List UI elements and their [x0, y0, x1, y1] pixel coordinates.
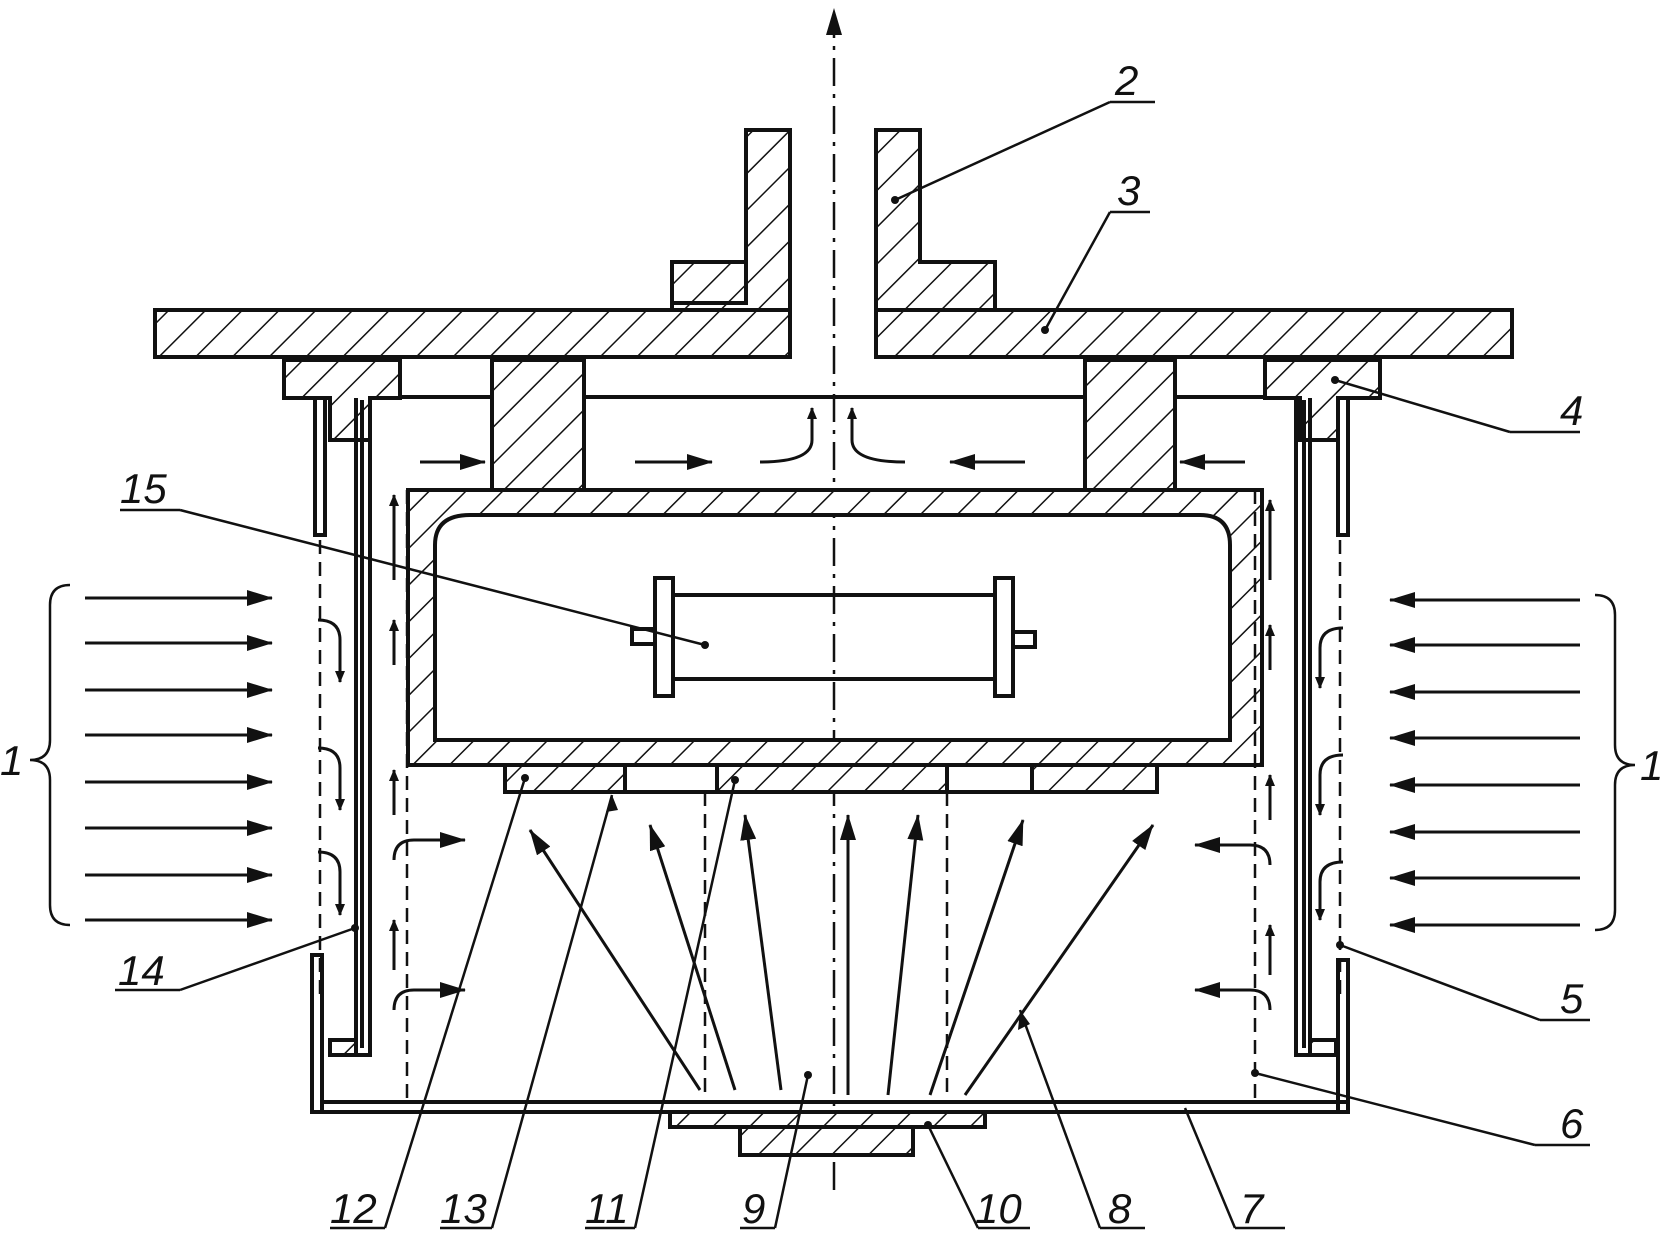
- callout-2: 2: [1114, 57, 1138, 104]
- leader-4-dot: [1331, 376, 1339, 384]
- leader-12-dot: [521, 774, 529, 782]
- inner-gap-upflow-left: [389, 494, 466, 1011]
- callout-4: 4: [1560, 387, 1583, 434]
- internal-device-part-15: [630, 576, 1037, 698]
- callout-6: 6: [1560, 1100, 1584, 1147]
- leader-13-arrow: [606, 795, 618, 812]
- callout-3: 3: [1117, 167, 1140, 214]
- callout-13: 13: [440, 1185, 487, 1232]
- leader-2: [894, 100, 1111, 202]
- top-gap-flow: [420, 407, 1245, 470]
- callout-10: 10: [975, 1185, 1022, 1232]
- callout-9: 9: [742, 1185, 765, 1232]
- axis-top-arrowhead: [826, 8, 842, 35]
- callout-1-left: 1: [0, 737, 23, 784]
- callout-5: 5: [1560, 975, 1584, 1022]
- leader-14: [179, 926, 356, 992]
- leader-2-dot: [891, 196, 899, 204]
- top-plate-part-3: [153, 308, 1514, 359]
- callout-14: 14: [118, 947, 165, 994]
- leader-11: [633, 779, 737, 1229]
- leader-5-dot: [1336, 941, 1344, 949]
- leader-12: [383, 777, 527, 1229]
- window-plate-part-10: [668, 1110, 987, 1157]
- leader-3-dot: [1041, 326, 1049, 334]
- perforated-walls-part-6: [318, 490, 1342, 1100]
- leader-9-dot: [804, 1071, 812, 1079]
- leader-9: [773, 1074, 810, 1229]
- outer-casing-right: [1294, 396, 1350, 1114]
- leader-5: [1339, 943, 1541, 1022]
- emitter-strips: [503, 763, 1159, 794]
- callout-11: 11: [585, 1185, 629, 1232]
- leader-14-dot: [351, 924, 359, 932]
- leader-10: [926, 1124, 980, 1229]
- callout-7: 7: [1240, 1185, 1265, 1232]
- leader-4: [1334, 378, 1511, 434]
- outer-gap-flow-right: [1315, 626, 1344, 921]
- leader-3: [1043, 211, 1112, 331]
- callout-8: 8: [1108, 1185, 1132, 1232]
- outer-gap-flow-left: [317, 618, 345, 916]
- leader-6-dot: [1251, 1069, 1259, 1077]
- outer-casing-left: [310, 396, 372, 1114]
- callout-12: 12: [330, 1185, 377, 1232]
- leader-15-dot: [701, 641, 709, 649]
- leader-15: [179, 508, 706, 647]
- leader-8: [1018, 1009, 1102, 1229]
- leader-7: [1183, 1107, 1237, 1229]
- leader-10-dot: [924, 1121, 932, 1129]
- inflow-arrows-right: [1389, 592, 1636, 933]
- inner-gap-upflow-right: [1194, 499, 1275, 1011]
- leader-11-dot: [731, 776, 739, 784]
- callout-15: 15: [120, 465, 167, 512]
- inflow-arrows-left: [29, 583, 273, 928]
- leader-8-arrow: [1018, 1010, 1030, 1030]
- callout-1-right: 1: [1640, 742, 1661, 789]
- radiation-fan-part-8: [528, 814, 1155, 1096]
- bottom-plate-part-7: [312, 1100, 1350, 1114]
- leader-13: [490, 794, 614, 1229]
- inner-housing: [406, 488, 1264, 767]
- mounting-flanges-part-4: [282, 358, 1382, 442]
- leader-6: [1254, 1071, 1536, 1147]
- spacer-blocks: [490, 358, 1177, 492]
- callouts: 2 3 4 15 1 1 14 5 6: [0, 57, 1661, 1232]
